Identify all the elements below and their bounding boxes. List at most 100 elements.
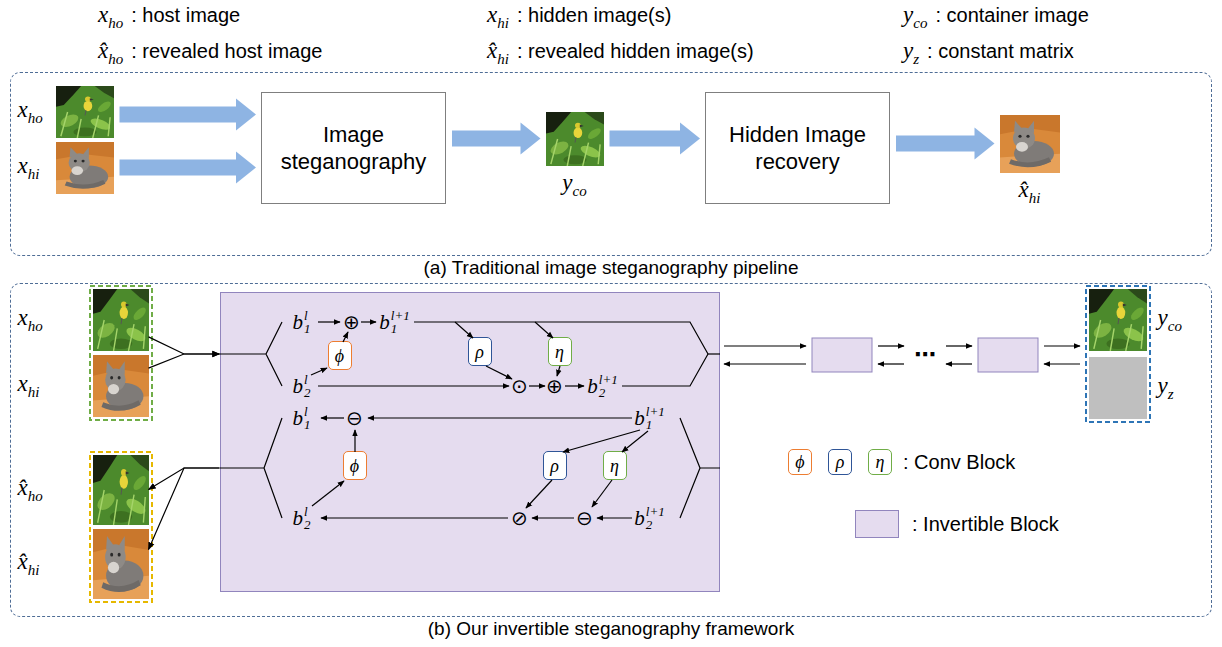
symbol-key-entry: x̂ho : revealed host image bbox=[98, 38, 322, 68]
signal-line bbox=[486, 366, 512, 379]
signal-connector bbox=[149, 468, 220, 490]
index-stack: l2 bbox=[304, 373, 311, 399]
dashed-group-box bbox=[1086, 286, 1150, 422]
legend-entry: : Conv Block bbox=[903, 451, 1015, 474]
math-label: xhi bbox=[18, 371, 40, 401]
signal-line bbox=[946, 345, 972, 346]
figure-panel: (b) Our invertible steganography framewo… bbox=[10, 283, 1212, 617]
variable-name: y bbox=[903, 38, 913, 63]
operator-symbol: ⊖ bbox=[576, 507, 593, 529]
signal-line bbox=[526, 480, 552, 508]
photo-illustration bbox=[1089, 289, 1147, 351]
box-label: Hidden Image recovery bbox=[706, 121, 889, 175]
legend-sample: ρ bbox=[828, 449, 852, 475]
variable-subscript: co bbox=[573, 183, 587, 199]
image-thumbnail: xho bbox=[93, 289, 149, 351]
math-label: yz bbox=[1158, 373, 1174, 403]
ellipsis: ⋯ bbox=[914, 343, 936, 367]
signal-line bbox=[343, 332, 348, 342]
signal-line bbox=[455, 322, 473, 338]
conv-block: ϕ bbox=[328, 341, 352, 370]
conv-symbol: ϕ bbox=[795, 452, 804, 472]
conv-block: ϕ bbox=[343, 451, 367, 480]
variable-name: b bbox=[587, 374, 598, 398]
index-stack: l+12 bbox=[599, 373, 618, 399]
image-thumbnail: yco bbox=[546, 112, 604, 166]
signal-line bbox=[680, 418, 720, 518]
index-stack: l+11 bbox=[646, 405, 665, 431]
photo-illustration bbox=[93, 529, 149, 599]
symbol-meaning: : revealed host image bbox=[131, 40, 322, 62]
signal-line bbox=[220, 322, 1080, 518]
operator-symbol: ⊕ bbox=[546, 375, 563, 397]
variable-subscript: ho bbox=[108, 51, 123, 67]
variable-name: x̂ bbox=[487, 38, 497, 63]
math-variable: bl+11 bbox=[379, 309, 409, 335]
variable-name: x bbox=[18, 371, 28, 396]
signal-line bbox=[361, 321, 376, 322]
variable-name: b bbox=[293, 374, 304, 398]
operator-symbol: ⊕ bbox=[343, 311, 360, 333]
math-label: x̂hi bbox=[1019, 177, 1041, 207]
symbol-meaning: : revealed hidden image(s) bbox=[517, 40, 754, 62]
variable-name: b bbox=[293, 406, 304, 430]
signal-line bbox=[622, 354, 708, 386]
conv-block: η bbox=[603, 451, 627, 480]
subscript: 1 bbox=[304, 418, 311, 431]
variable-subscript: co bbox=[913, 15, 927, 31]
math-variable: bl+12 bbox=[587, 373, 617, 399]
variable-name: x bbox=[98, 2, 108, 27]
variable-subscript: hi bbox=[1029, 190, 1041, 206]
conv-symbol: ϕ bbox=[350, 456, 359, 476]
conv-symbol: ρ bbox=[550, 456, 559, 476]
signal-line bbox=[708, 353, 720, 354]
conv-symbol: ϕ bbox=[335, 346, 344, 366]
variable-name: x bbox=[18, 97, 28, 122]
math-label: yco bbox=[1158, 305, 1182, 335]
superscript: l bbox=[304, 309, 311, 322]
image-thumbnail: x̂ho bbox=[93, 455, 149, 525]
signal-line bbox=[1044, 345, 1080, 346]
symbol-key-entry: xho: host image bbox=[98, 2, 240, 32]
photo-illustration bbox=[546, 112, 604, 166]
variable-name: x̂ bbox=[18, 475, 28, 500]
index-stack: l2 bbox=[304, 505, 311, 531]
variable-subscript: hi bbox=[28, 562, 40, 578]
symbol-meaning: : hidden image(s) bbox=[517, 4, 672, 26]
math-label: xho bbox=[18, 97, 43, 127]
operator: ⊙ bbox=[511, 375, 528, 397]
variable-subscript: ho bbox=[28, 488, 43, 504]
photo-illustration bbox=[1000, 115, 1060, 173]
conv-block: η bbox=[548, 337, 572, 366]
legend-sample: ϕ bbox=[788, 449, 812, 475]
subscript: 1 bbox=[646, 418, 665, 431]
photo-illustration bbox=[1089, 289, 1147, 351]
operator: ⊕ bbox=[343, 311, 360, 333]
photo-illustration bbox=[93, 355, 149, 417]
signal-line bbox=[563, 430, 640, 452]
photo-illustration bbox=[546, 112, 604, 166]
signal-line bbox=[529, 385, 545, 386]
signal-line bbox=[318, 385, 509, 386]
panel-caption: (b) Our invertible steganography framewo… bbox=[428, 618, 794, 639]
variable-subscript: hi bbox=[28, 166, 40, 182]
signal-line bbox=[220, 353, 266, 354]
variable-name: x̂ bbox=[98, 38, 108, 63]
math-label: yco bbox=[562, 170, 586, 200]
subscript: 2 bbox=[646, 518, 665, 531]
photo-illustration bbox=[93, 529, 149, 599]
legend-entry: : Invertible Block bbox=[912, 513, 1059, 536]
symbol-key-entry: xhi: hidden image(s) bbox=[487, 2, 671, 32]
signal-line bbox=[266, 322, 282, 386]
box-label: Image steganography bbox=[262, 121, 445, 175]
image-thumbnail: x̂hi bbox=[1000, 115, 1060, 173]
math-variable: bl2 bbox=[293, 373, 311, 399]
variable-name: b bbox=[379, 310, 390, 334]
signal-line bbox=[354, 430, 355, 452]
variable-name: x̂ bbox=[1019, 177, 1029, 202]
dashed-group-box bbox=[90, 286, 152, 420]
signal-connector bbox=[149, 354, 220, 368]
invertible-block-box bbox=[812, 338, 1038, 372]
